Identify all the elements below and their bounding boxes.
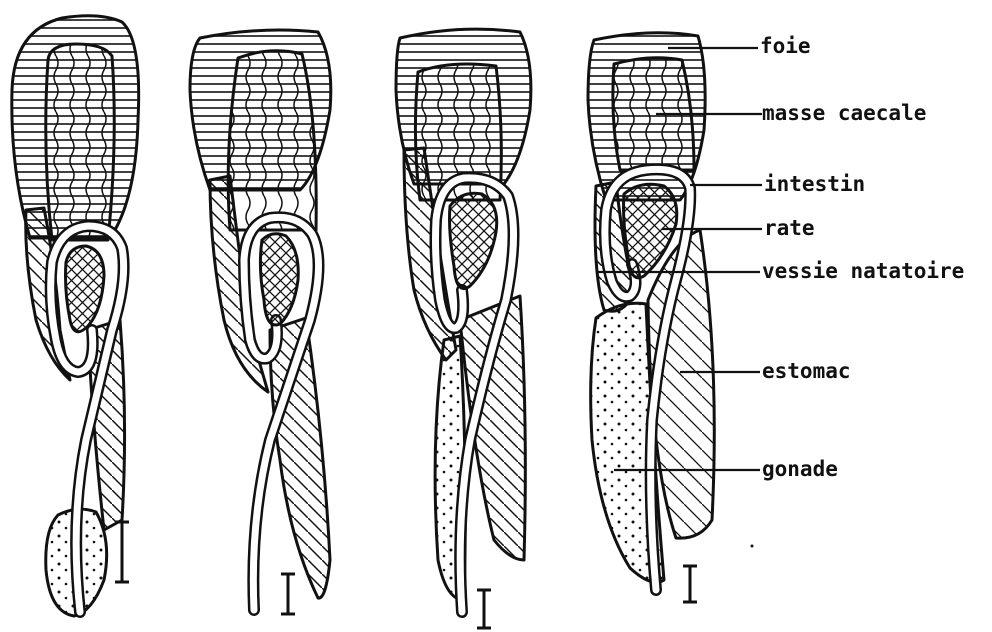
spleen-1 <box>66 246 105 332</box>
spleen-3 <box>450 193 497 288</box>
label-masse-caecale: masse caecale <box>762 101 926 125</box>
specimen-1 <box>12 16 139 616</box>
label-vessie-natatoire: vessie natatoire <box>762 259 964 283</box>
spleen-2 <box>260 234 298 325</box>
specimen-2 <box>190 30 331 614</box>
scale-bar-3 <box>477 590 491 628</box>
caecal-mass-1 <box>46 44 115 240</box>
scale-bar-4 <box>683 566 697 602</box>
label-intestin: intestin <box>764 172 865 196</box>
label-gonade: gonade <box>762 457 838 481</box>
label-rate: rate <box>764 216 815 240</box>
label-estomac: estomac <box>762 359 851 383</box>
specimen-3 <box>396 29 531 628</box>
scale-bar-1 <box>115 522 129 582</box>
caecal-mass-2 <box>228 51 316 230</box>
stray-mark <box>751 545 754 548</box>
scale-bar-2 <box>281 574 295 614</box>
label-foie: foie <box>760 34 811 58</box>
specimen-4 <box>588 33 714 602</box>
